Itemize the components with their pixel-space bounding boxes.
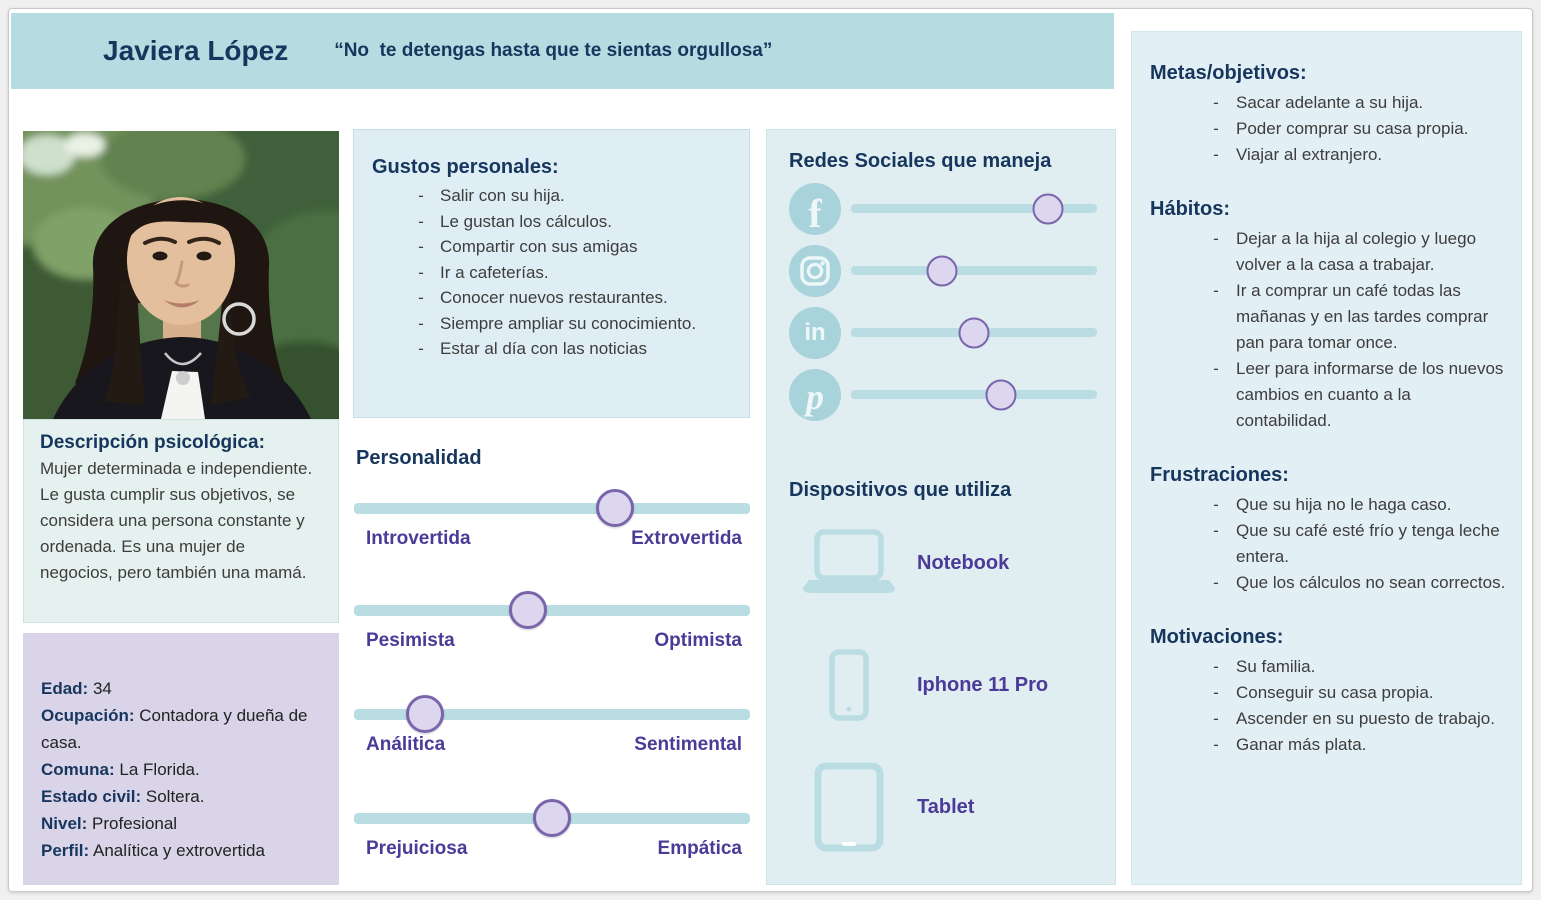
social-row-instagram [789, 244, 1097, 297]
portrait-illustration [23, 131, 339, 419]
pinterest-icon: p [789, 368, 841, 421]
smartphone-icon [789, 649, 909, 721]
list-item: -Que su café esté frío y tenga leche ent… [1213, 521, 1500, 566]
device-label: Iphone 11 Pro [917, 673, 1049, 696]
slider-knob[interactable] [985, 379, 1017, 410]
slider-left-label: Prejuiciosa [366, 838, 468, 859]
slider-left-label: Pesimista [366, 630, 455, 651]
device-label: Tablet [917, 795, 975, 818]
slider-knob[interactable] [1032, 193, 1064, 224]
slider-track [851, 317, 1097, 348]
list-item: -Sacar adelante a su hija. [1213, 93, 1424, 112]
social-row-pinterest: p [789, 368, 1097, 421]
list-item: -Conseguir su casa propia. [1213, 683, 1434, 702]
personal-likes-list: -Salir con su hija. -Le gustan los cálcu… [372, 183, 735, 362]
personality-title: Personalidad [356, 447, 482, 469]
header-bar: Javiera López “No te detengas hasta que … [11, 13, 1114, 89]
social-row-facebook: f [789, 182, 1097, 235]
list-item: -Salir con su hija. [418, 186, 565, 205]
demographic-row: Nivel: Profesional [41, 814, 178, 833]
personality-slider-prejudiced-empathetic: Prejuiciosa Empática [354, 794, 750, 866]
list-item: -Le gustan los cálculos. [418, 211, 612, 231]
slider-left-label: Introvertida [366, 528, 471, 549]
list-item: -Ir a cafeterías. [418, 262, 549, 282]
slider-track [851, 193, 1097, 224]
list-item: -Poder comprar su casa propia. [1213, 119, 1469, 138]
device-row-tablet: Tablet [789, 746, 1097, 868]
slider-knob[interactable] [958, 317, 990, 348]
section-title: Metas/objetivos: [1150, 62, 1307, 84]
goals-habits-panel: Metas/objetivos: -Sacar adelante a su hi… [1131, 31, 1522, 885]
demographic-row: Perfil: Analítica y extrovertida [41, 841, 265, 860]
slider-right-label: Extrovertida [631, 528, 742, 549]
demographic-row: Estado civil: Soltera. [41, 787, 205, 806]
psych-description-box: Descripción psicológica: Mujer determina… [23, 419, 339, 623]
persona-quote: “No te detengas hasta que te sientas org… [334, 40, 773, 61]
slider-right-label: Sentimental [634, 734, 742, 755]
personal-likes-title: Gustos personales: [372, 156, 559, 178]
psych-description-title: Descripción psicológica: [40, 432, 265, 453]
section-title: Frustraciones: [1150, 464, 1289, 486]
social-networks-title: Redes Sociales que maneja [789, 150, 1052, 172]
slider-left-label: Análitica [366, 734, 446, 755]
list-item: -Leer para informarse de los nuevos camb… [1213, 359, 1504, 430]
social-devices-box: Redes Sociales que maneja f in [766, 129, 1116, 885]
demographics-box: Edad: 34 Ocupación: Contadora y dueña de… [23, 633, 339, 885]
list-item: -Compartir con sus amigas [418, 237, 638, 256]
tablet-icon [789, 762, 909, 852]
devices-title: Dispositivos que utiliza [789, 479, 1012, 501]
slider-knob[interactable] [509, 591, 548, 629]
section-frustrations: Frustraciones: -Que su hija no le haga c… [1150, 464, 1507, 596]
section-habits: Hábitos: -Dejar a la hija al colegio y l… [1150, 198, 1507, 434]
slider-right-label: Optimista [654, 630, 742, 651]
demographic-row: Comuna: La Florida. [41, 760, 200, 779]
slider-right-label: Empática [657, 838, 742, 859]
slider-track [354, 605, 750, 616]
instagram-icon [789, 244, 841, 297]
list-item: -Siempre ampliar su conocimiento. [418, 313, 697, 333]
laptop-icon [789, 528, 909, 598]
slider-knob[interactable] [926, 255, 958, 286]
slider-knob[interactable] [533, 799, 571, 837]
persona-photo [23, 131, 339, 419]
linkedin-icon: in [789, 306, 841, 359]
device-label: Notebook [917, 551, 1010, 574]
slider-knob[interactable] [596, 489, 635, 527]
list-item: -Dejar a la hija al colegio y luego volv… [1213, 229, 1477, 274]
demographic-row: Edad: 34 [41, 679, 112, 698]
personality-slider-introvert-extrovert: Introvertida Extrovertida [354, 484, 750, 556]
list-item: -Conocer nuevos restaurantes. [418, 288, 668, 307]
persona-name: Javiera López [103, 35, 289, 66]
list-item: -Ir a comprar un café todas las mañanas … [1213, 281, 1489, 352]
list-item: -Ascender en su puesto de trabajo. [1213, 709, 1495, 728]
section-title: Motivaciones: [1150, 626, 1284, 648]
list-item: -Estar al día con las noticias [418, 339, 647, 358]
section-title: Hábitos: [1150, 198, 1230, 220]
slider-track [851, 255, 1097, 286]
section-motivations: Motivaciones: -Su familia. -Conseguir su… [1150, 626, 1507, 758]
device-row-iphone: Iphone 11 Pro [789, 624, 1097, 746]
list-item: -Viajar al extranjero. [1213, 145, 1383, 164]
social-row-linkedin: in [789, 306, 1097, 359]
section-goals: Metas/objetivos: -Sacar adelante a su hi… [1150, 62, 1507, 168]
personality-slider-analytical-sentimental: Análitica Sentimental [354, 690, 750, 762]
personality-slider-pessimist-optimist: Pesimista Optimista [354, 586, 750, 658]
slider-track [354, 709, 750, 720]
slider-track [851, 379, 1097, 410]
demographic-row: Ocupación: Contadora y dueña de casa. [41, 706, 308, 752]
list-item: -Que los cálculos no sean correctos. [1213, 573, 1506, 592]
slider-knob[interactable] [406, 695, 445, 733]
personal-likes-box: Gustos personales: -Salir con su hija. -… [353, 129, 750, 418]
list-item: -Que su hija no le haga caso. [1213, 495, 1452, 514]
device-row-notebook: Notebook [789, 502, 1097, 624]
psych-description-text: Mujer determinada e independiente. Le gu… [40, 459, 313, 582]
persona-sheet: Javiera López “No te detengas hasta que … [8, 8, 1533, 892]
slider-track [354, 503, 750, 514]
facebook-icon: f [789, 182, 841, 235]
list-item: -Ganar más plata. [1213, 735, 1367, 754]
list-item: -Su familia. [1213, 657, 1316, 676]
